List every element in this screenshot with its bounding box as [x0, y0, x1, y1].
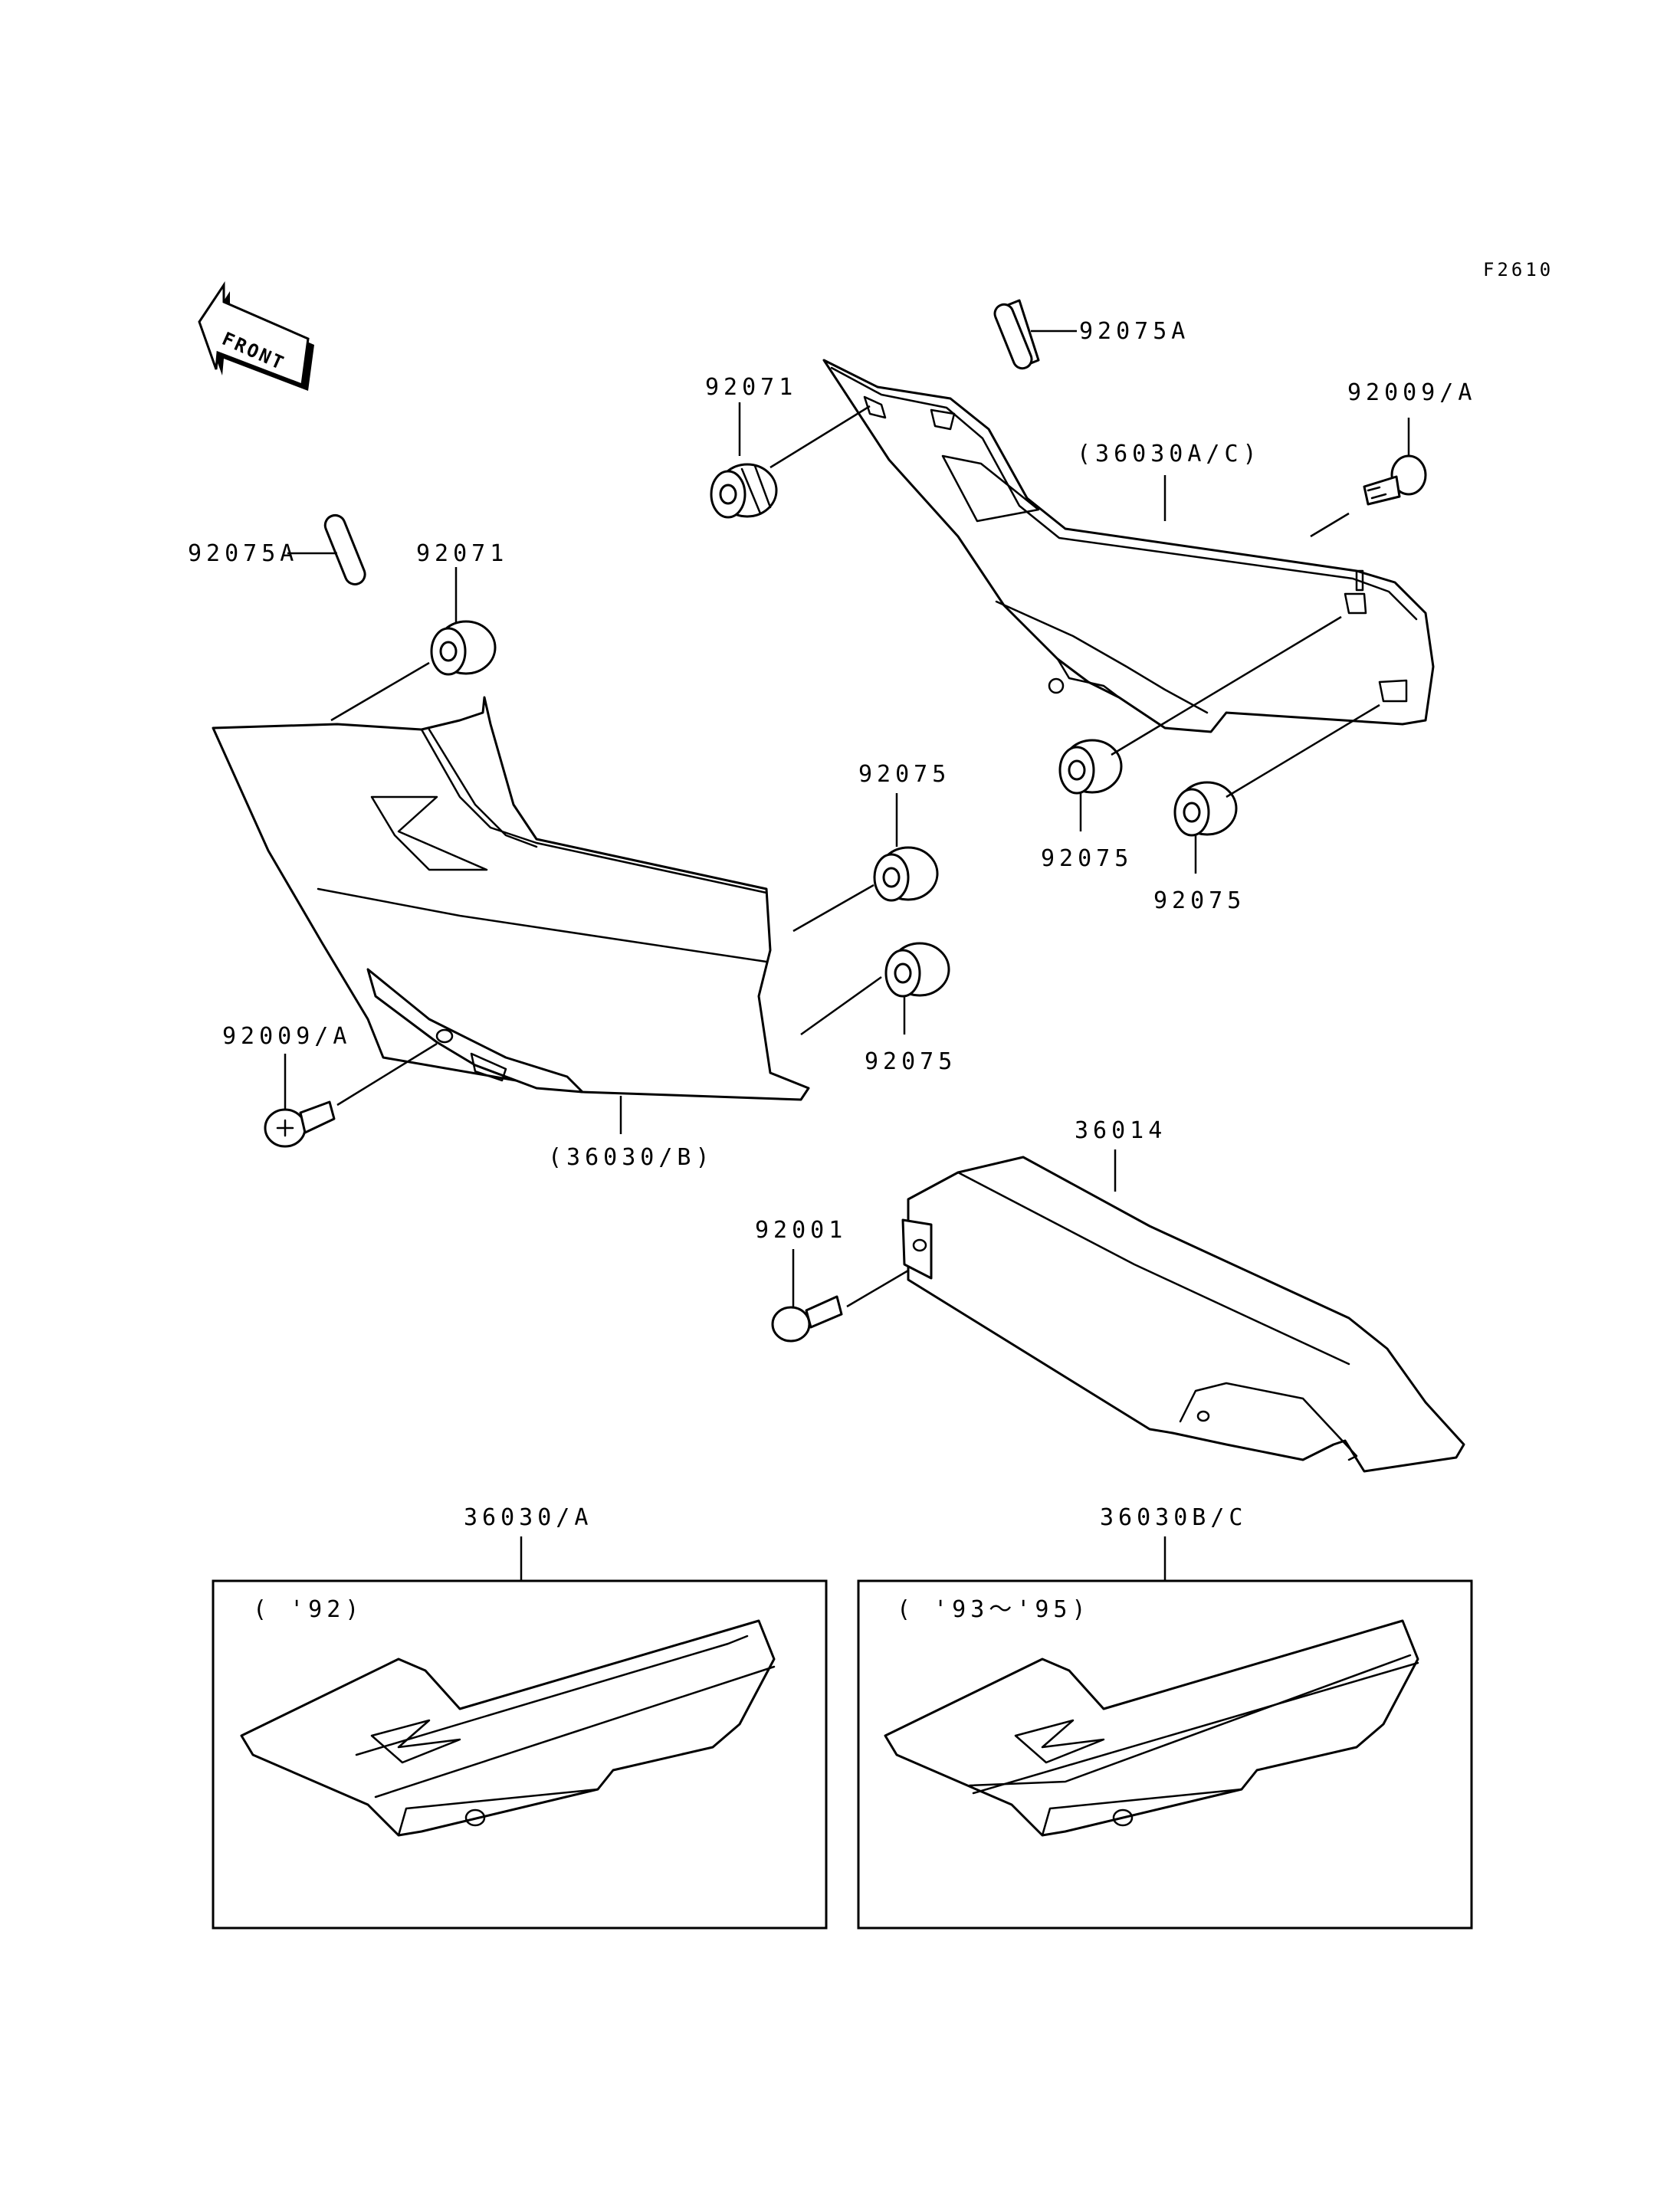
chain-cover-36014 — [901, 1156, 1465, 1473]
label-36030AC: (36030A/C) — [1077, 441, 1262, 467]
grommet-92075-right-1 — [1058, 739, 1123, 795]
label-92075A-top: 92075A — [1079, 318, 1189, 345]
label-92071-top: 92071 — [705, 374, 797, 401]
label-36014: 36014 — [1075, 1117, 1166, 1144]
grommet-92075-left-1 — [873, 846, 939, 902]
inset-36030A: 36030/A ( '92) — [212, 1504, 828, 1930]
grommet-92071-top — [710, 463, 778, 519]
inset-36030BC-frame — [857, 1579, 1473, 1930]
label-92009A-left: 92009/A — [222, 1023, 351, 1050]
figure-code: F2610 — [1483, 259, 1554, 280]
side-cover-right — [822, 359, 1435, 733]
label-92075-left-1: 92075 — [858, 761, 950, 788]
inset-36030BC-years: ( '93～'95) — [897, 1596, 1091, 1623]
front-direction-arrow-icon: FRONT — [198, 281, 314, 391]
side-cover-left — [212, 696, 810, 1101]
inset-36030BC: 36030B/C ( '93～'95) — [857, 1504, 1473, 1930]
grommet-92071-left — [430, 620, 497, 676]
label-92071-left: 92071 — [416, 540, 508, 567]
strip-92075A-top — [993, 299, 1040, 370]
strip-92075A-left — [323, 513, 366, 585]
inset-36030A-years: ( '92) — [253, 1596, 363, 1623]
inset-36030A-frame — [212, 1579, 828, 1930]
grommet-92075-right-2 — [1173, 781, 1238, 837]
label-92075-right-2: 92075 — [1153, 887, 1245, 914]
label-92001: 92001 — [755, 1217, 847, 1244]
label-36030B: (36030/B) — [548, 1144, 714, 1171]
bolt-92001 — [771, 1295, 843, 1343]
inset-36030BC-label: 36030B/C — [1100, 1504, 1248, 1531]
bolt-92009A-left — [264, 1100, 336, 1148]
label-92075A-left: 92075A — [188, 540, 298, 567]
grommet-92075-left-2 — [884, 942, 950, 998]
label-92075-left-2: 92075 — [865, 1048, 956, 1075]
label-92075-right-1: 92075 — [1041, 845, 1133, 872]
bolt-92009A-top — [1363, 454, 1427, 506]
label-92009A-top: 92009/A — [1347, 379, 1476, 406]
inset-36030A-label: 36030/A — [464, 1504, 592, 1531]
